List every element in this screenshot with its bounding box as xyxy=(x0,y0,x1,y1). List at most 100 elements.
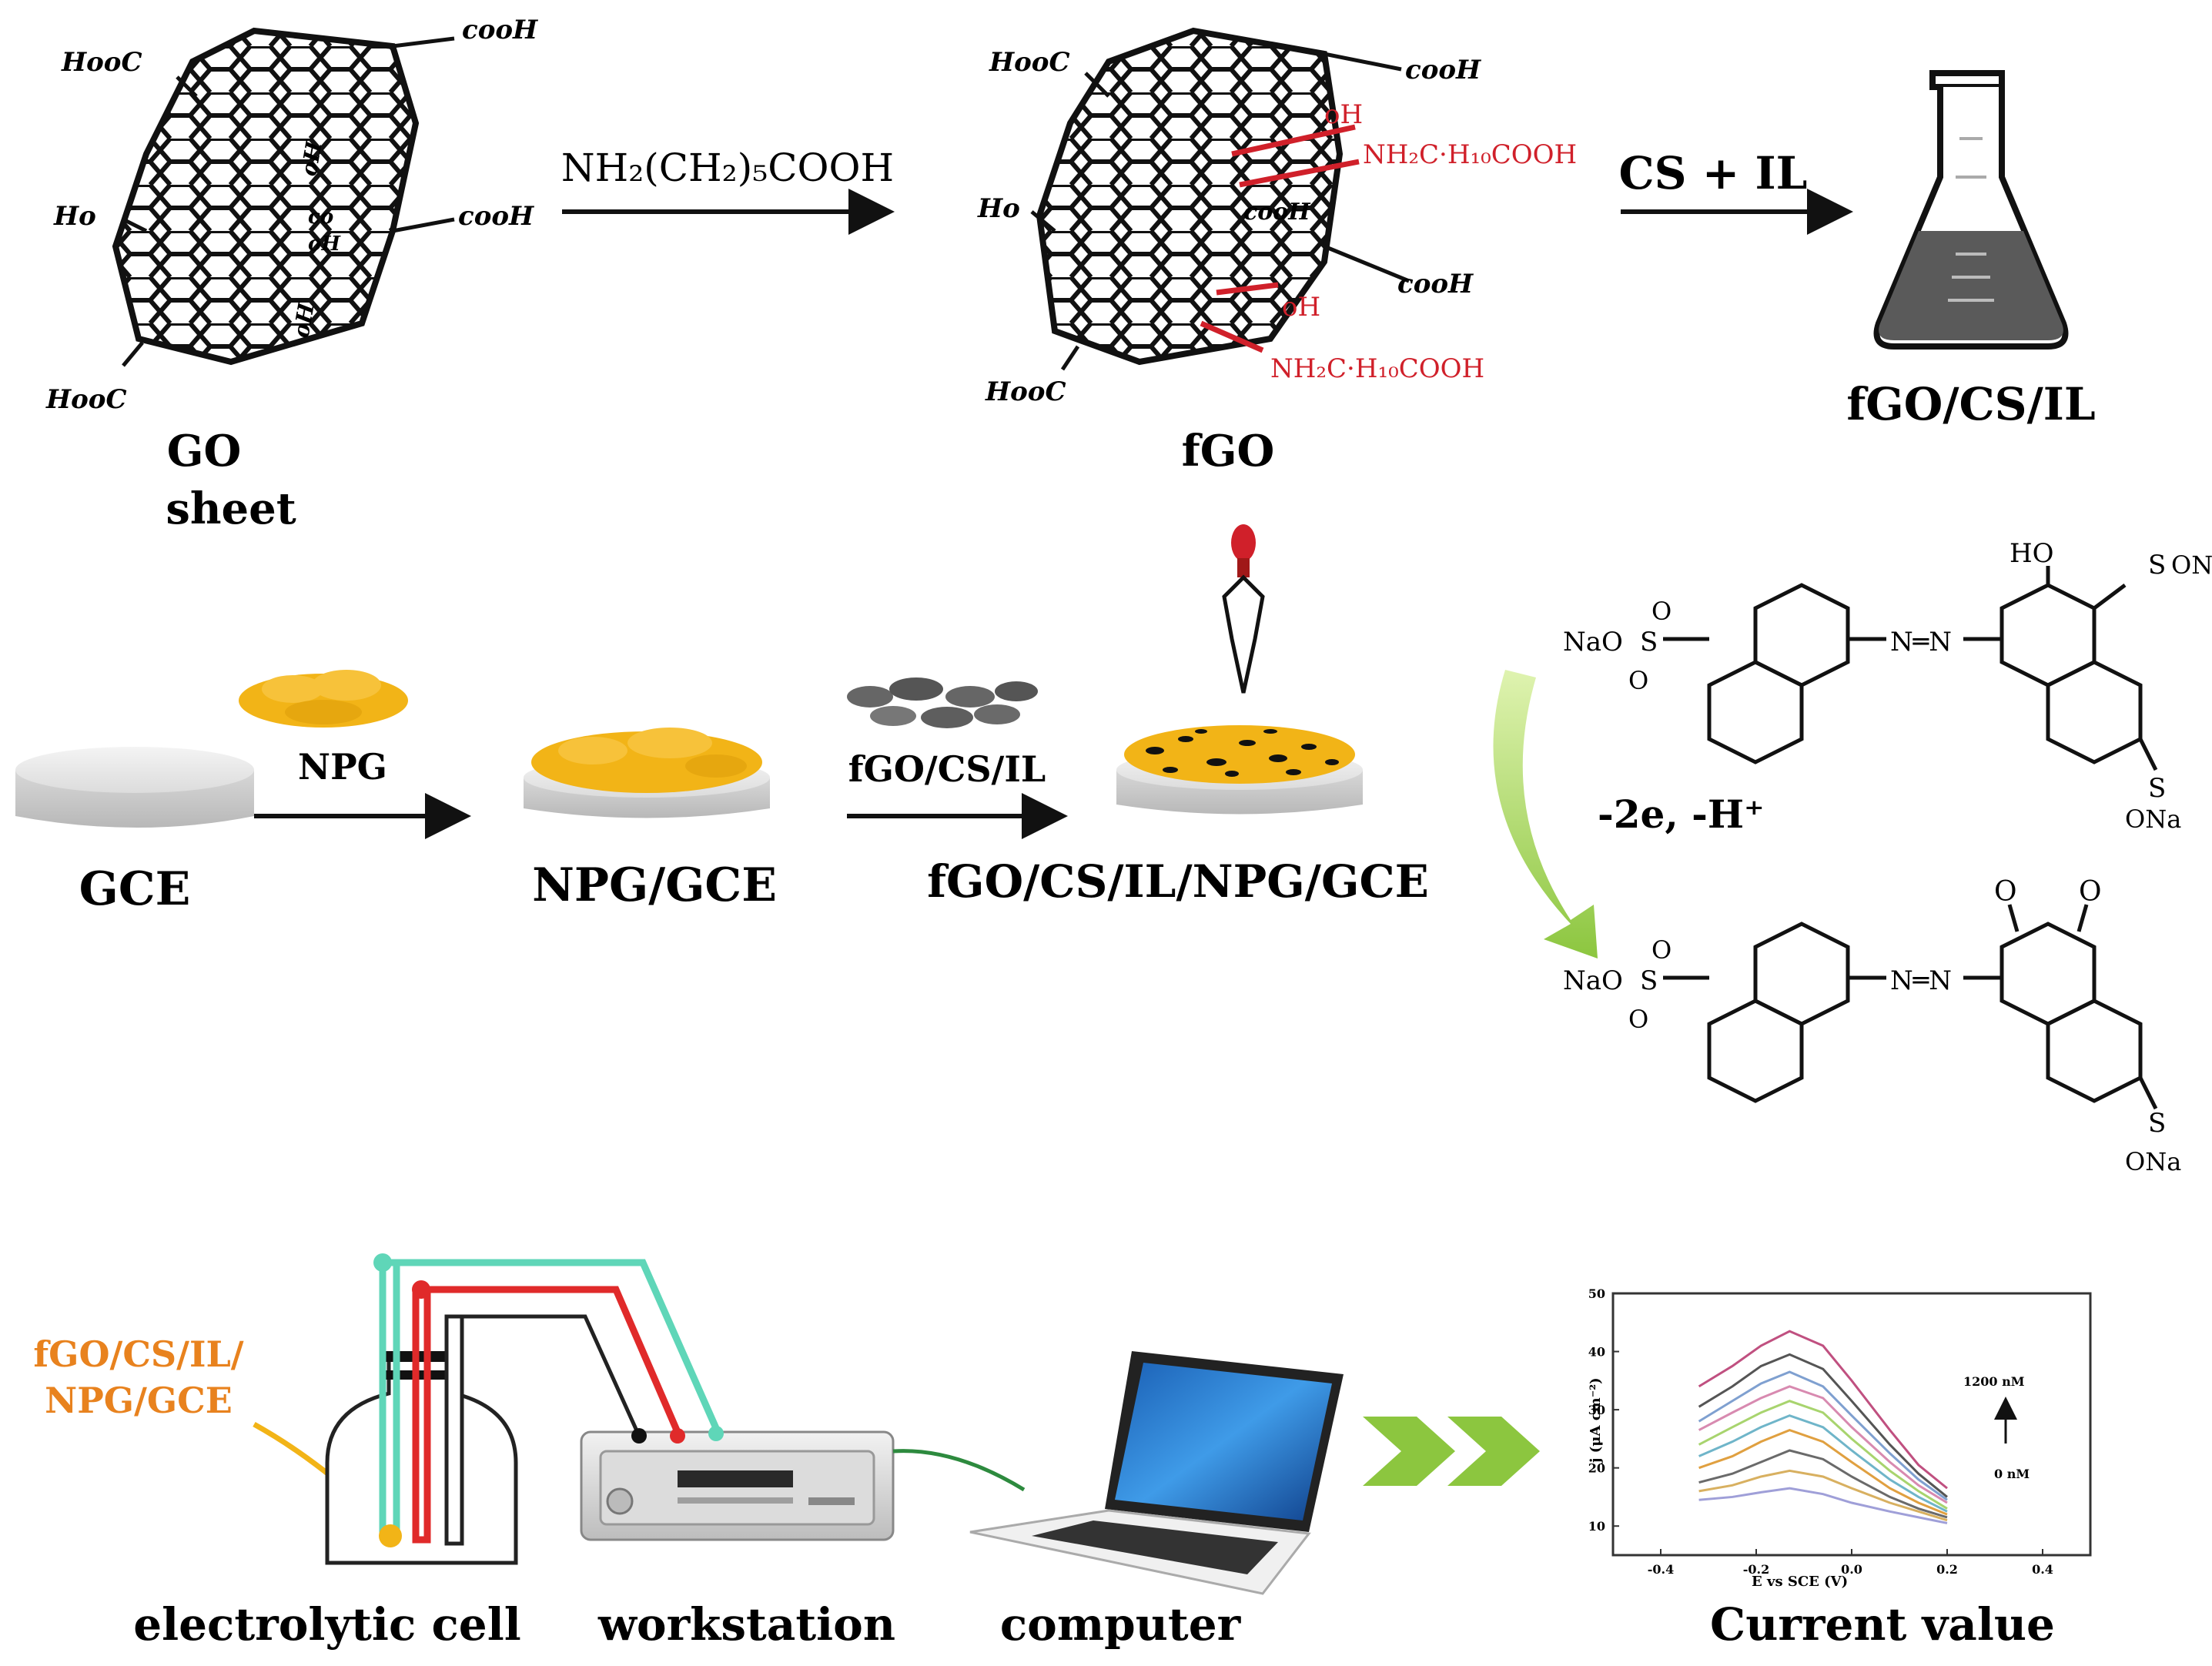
fgo-red-group-4: NH₂C·H₁₀COOH xyxy=(1270,353,1484,384)
npg-pile xyxy=(239,670,408,728)
chart-xtick-label-1: -0.2 xyxy=(1743,1562,1769,1577)
go-bond-5 xyxy=(122,341,144,367)
fgo-bond-3 xyxy=(1030,210,1056,233)
mol1-ring-d xyxy=(2046,660,2143,764)
fgo-flakes xyxy=(847,677,1038,728)
terminal-red xyxy=(670,1428,685,1444)
mol2-ring-d xyxy=(2046,999,2143,1103)
npg-blob-3 xyxy=(285,700,362,724)
fgo-sheet: HooC cooH Ho cooH cooH HooC oH NH₂C·H₁₀C… xyxy=(977,27,1577,407)
fgo-group-5: cooH xyxy=(1397,269,1474,299)
workstation-label: workstation xyxy=(597,1598,895,1651)
final-electrode xyxy=(1116,725,1363,815)
chart-annotation-bottom: 0 nM xyxy=(1994,1467,2030,1481)
mol2-so3-bond xyxy=(2138,1076,2158,1110)
flake-2 xyxy=(889,677,943,701)
fgo-bond-2 xyxy=(1324,52,1402,72)
flask-rim xyxy=(1929,70,2005,90)
cv-series-8 xyxy=(1698,1370,1948,1501)
cv-series-9 xyxy=(1698,1353,1948,1498)
chart-ytick-label-2: 30 xyxy=(1588,1403,1605,1417)
mol2-carbonyl-1 xyxy=(2007,904,2020,932)
cell-label: electrolytic cell xyxy=(133,1598,521,1651)
reaction-1-label: NH₂(CH₂)₅COOH xyxy=(561,146,894,190)
go-label-line2: sheet xyxy=(166,483,296,534)
chart-ytick-label-3: 40 xyxy=(1588,1345,1605,1360)
pipette-body xyxy=(1222,574,1265,694)
mol2-o-bottom: O xyxy=(1628,1005,1648,1034)
go-bond-3 xyxy=(122,217,148,233)
reaction-2-label: CS + IL xyxy=(1619,147,1808,199)
mol1-ring-b xyxy=(1707,660,1804,764)
go-group-5: HooC xyxy=(45,384,127,415)
chart-ytick-label-4: 50 xyxy=(1588,1286,1605,1301)
cell-beaker xyxy=(325,1359,518,1565)
mol1-so3-bond-bottom xyxy=(2138,738,2158,771)
chart-ytick-label-0: 10 xyxy=(1588,1519,1605,1534)
workstation-device xyxy=(580,1426,895,1541)
electrolytic-cell xyxy=(325,1253,720,1565)
cv-series-1 xyxy=(1698,1487,1948,1524)
current-value-label: Current value xyxy=(1710,1598,2055,1651)
terminal-teal xyxy=(708,1426,724,1441)
computer-label: computer xyxy=(1000,1598,1242,1651)
cv-series-5 xyxy=(1698,1414,1948,1513)
mol1-s: S xyxy=(1640,627,1658,657)
cv-series-3 xyxy=(1698,1449,1948,1519)
flake-4 xyxy=(995,681,1038,701)
npg-blob-1 xyxy=(262,675,323,703)
gce-disc-top xyxy=(15,747,254,793)
chart-ytick-label-1: 20 xyxy=(1588,1461,1605,1476)
chart-xtick-label-3: 0.2 xyxy=(1936,1562,1958,1577)
reference-electrode xyxy=(444,1314,464,1546)
final-fgo-dots xyxy=(1146,729,1339,777)
cv-series-7 xyxy=(1698,1385,1948,1504)
mol1-ona-2: ONa xyxy=(2125,805,2181,834)
fgo-bond-4 xyxy=(1324,244,1410,283)
mol2-s: S xyxy=(1640,965,1658,996)
fgo-red-bonds xyxy=(1200,124,1360,353)
chart-frame xyxy=(1611,1292,2092,1557)
mol1-s-bottom: S xyxy=(2148,773,2166,804)
npg-arrow-label: NPG xyxy=(298,746,387,788)
go-group-7: co xyxy=(308,206,333,229)
flake-6 xyxy=(921,707,973,728)
fgo-group-6: HooC xyxy=(985,376,1066,407)
go-group-6: oH xyxy=(296,139,327,179)
gce-label: GCE xyxy=(79,862,191,916)
mol2-ona: ONa xyxy=(2125,1147,2181,1176)
fgo-group-1: HooC xyxy=(989,47,1070,78)
cv-series-6 xyxy=(1698,1400,1948,1510)
mol1-s-top: S xyxy=(2148,550,2166,580)
chart-xlabel: E vs SCE (V) xyxy=(1752,1574,1848,1590)
workstation-buttons xyxy=(808,1497,855,1505)
go-sheet: HooC cooH Ho cooH HooC oH co oH oH xyxy=(45,15,539,415)
mol2-s-bottom: S xyxy=(2148,1108,2166,1139)
fgo-group-4: cooH xyxy=(1243,199,1311,226)
fgo-bond-1 xyxy=(1084,72,1110,98)
go-group-2: cooH xyxy=(462,15,539,45)
workstation-slot xyxy=(678,1497,793,1504)
wire-black xyxy=(454,1314,641,1437)
fgo-red-group-2: NH₂C·H₁₀COOH xyxy=(1363,139,1577,170)
flow-chevron-2 xyxy=(1447,1417,1540,1486)
mol1-ho: HO xyxy=(2010,538,2054,569)
laptop-screen xyxy=(1115,1363,1332,1520)
mol2-o-1: O xyxy=(1994,876,2017,908)
go-group-9: oH xyxy=(288,300,320,340)
npg-layer-blob-3 xyxy=(685,754,747,778)
wire-red xyxy=(412,1286,681,1544)
fgo-arrow-label: fGO/CS/IL xyxy=(848,748,1046,790)
workstation-panel xyxy=(599,1450,875,1526)
flow-chevron-1 xyxy=(1363,1417,1455,1486)
oxidation-arrow xyxy=(1493,670,1598,958)
workstation-knob xyxy=(606,1487,634,1515)
go-sheet-lattice xyxy=(112,27,420,366)
electrode-label-line1: fGO/CS/IL/ xyxy=(33,1333,243,1375)
npg-blob-2 xyxy=(312,670,381,701)
flake-3 xyxy=(945,686,995,708)
electrode-label-line2: NPG/GCE xyxy=(45,1380,233,1421)
go-group-3: Ho xyxy=(53,201,96,232)
